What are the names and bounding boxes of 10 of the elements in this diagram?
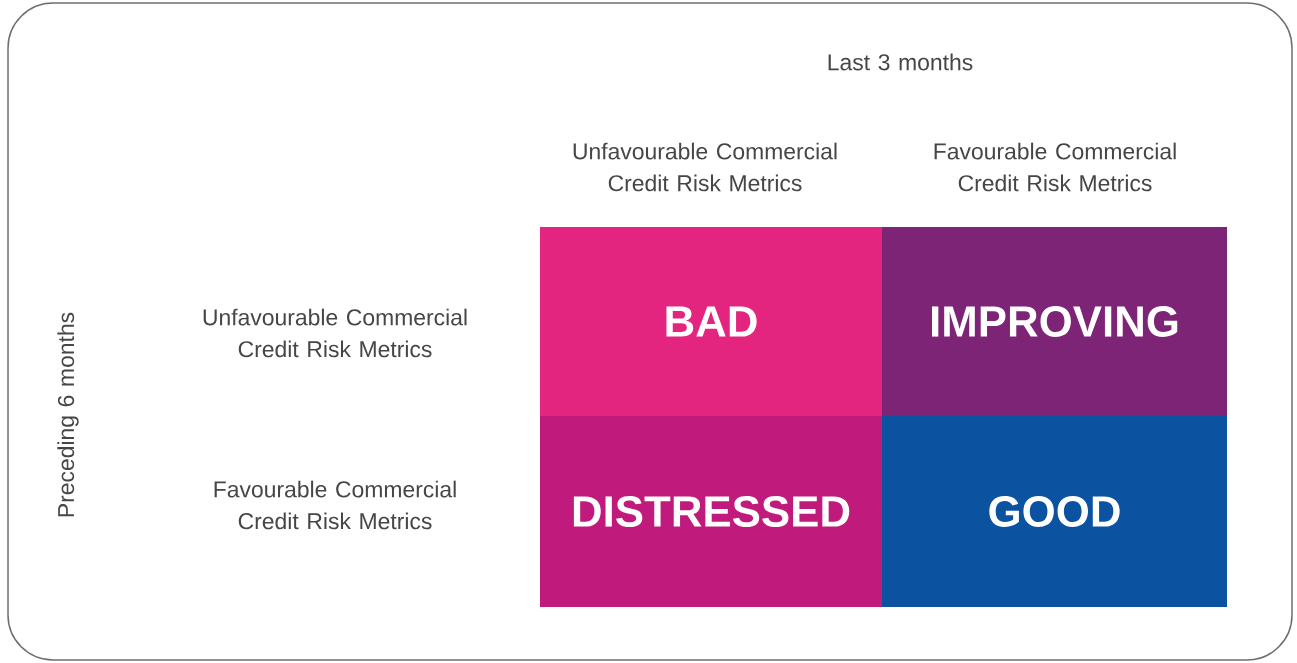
matrix-cell: GOOD (882, 416, 1227, 607)
axis-label: Favourable Commercial Credit Risk Metrics (214, 480, 456, 530)
matrix-cell: DISTRESSED (540, 416, 882, 607)
axis-label: Unfavourable Commercial Credit Risk Metrics (203, 308, 467, 358)
matrix-cell: IMPROVING (882, 227, 1227, 416)
axis-label: Unfavourable Commercial Credit Risk Metrics (573, 142, 837, 192)
matrix-cell: BAD (540, 227, 882, 416)
axis-label: Preceding 6 months (57, 312, 79, 517)
axis-label: Last 3 months (828, 53, 973, 71)
axis-label: Favourable Commercial Credit Risk Metrics (934, 142, 1176, 192)
